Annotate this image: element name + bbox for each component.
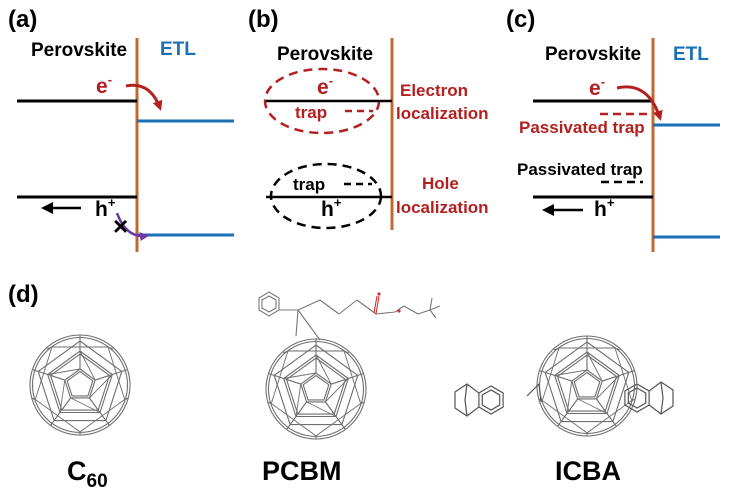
molecule-name-c60: C60 — [67, 456, 108, 492]
panel-c-passivated-trap-label-top: Passivated trap — [519, 118, 645, 137]
panel-b-trap-label-bottom: trap — [293, 175, 325, 194]
icba-molecule-icon — [454, 335, 674, 437]
panel-b-electron-localization-line1: Electron — [400, 81, 468, 100]
panel-b-hole-localization-line1: Hole — [422, 174, 459, 193]
panel-c-perovskite-label: Perovskite — [545, 44, 641, 65]
panel-a-blocked-cross-icon: × — [113, 211, 128, 241]
panel-c-electron-symbol: e- — [589, 74, 605, 100]
panel-a-electron-symbol: e- — [96, 72, 112, 98]
panel-d-label: (d) — [8, 281, 39, 308]
panel-b-perovskite-label: Perovskite — [277, 44, 373, 65]
panel-b-label: (b) — [248, 6, 279, 33]
panel-b: (b) Perovskite e- trap Electron localiza… — [248, 6, 489, 230]
panel-c-electron-transfer-arrow — [616, 85, 663, 121]
molecule-name-icba: ICBA — [555, 456, 621, 486]
panel-c-etl-label: ETL — [673, 44, 709, 65]
panel-b-electron-symbol: e- — [317, 73, 333, 99]
panel-d: (d) C60 — [8, 281, 674, 492]
panel-c-passivated-trap-label-bottom: Passivated trap — [517, 160, 643, 179]
panel-a-blocked-hole-arrow — [115, 212, 149, 242]
panel-c-label: (c) — [506, 6, 535, 33]
panel-b-hole-symbol: h+ — [321, 195, 342, 221]
panel-a-electron-transfer-arrow — [125, 83, 163, 111]
pcbm-molecule-icon — [258, 291, 441, 440]
molecule-name-pcbm: PCBM — [262, 456, 342, 486]
panel-a-etl-label: ETL — [160, 39, 196, 60]
panel-a: (a) Perovskite ETL e- h+ × — [8, 6, 234, 252]
c60-fullerene-icon — [29, 334, 131, 436]
panel-b-trap-label-top: trap — [295, 103, 327, 122]
panel-c-hole-symbol: h+ — [594, 195, 615, 221]
panel-b-electron-localization-line2: localization — [396, 104, 489, 123]
panel-b-hole-localization-line2: localization — [396, 198, 489, 217]
panel-c: (c) Perovskite ETL e- Passivated trap Pa… — [506, 6, 720, 252]
panel-a-label: (a) — [8, 6, 37, 33]
panel-a-hole-symbol: h+ — [95, 195, 116, 221]
panel-a-perovskite-label: Perovskite — [31, 40, 127, 61]
